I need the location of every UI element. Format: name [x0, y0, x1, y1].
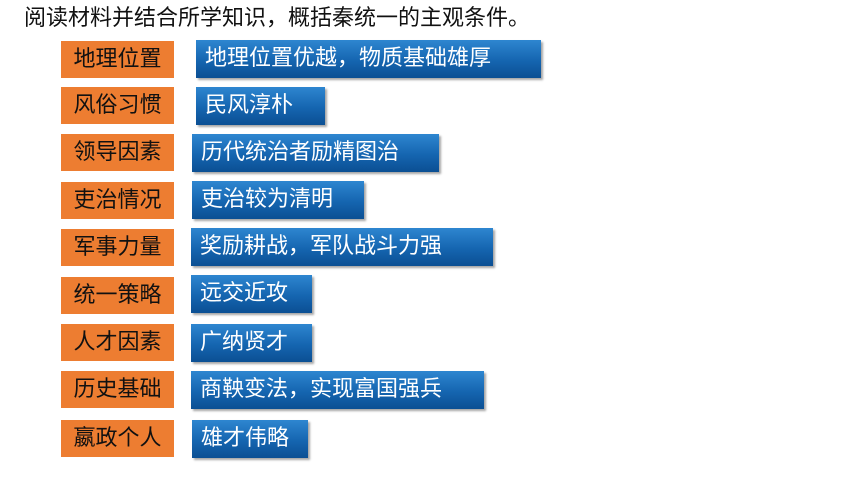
factor-label-leadership: 领导因素	[61, 134, 174, 171]
factor-label-yingzheng: 嬴政个人	[61, 420, 174, 457]
description-box-geography: 地理位置优越，物质基础雄厚	[196, 40, 541, 78]
description-box-talent: 广纳贤才	[191, 324, 312, 362]
description-box-leadership: 历代统治者励精图治	[192, 134, 439, 172]
description-box-history: 商鞅变法，实现富国强兵	[191, 371, 484, 409]
description-box-strategy: 远交近攻	[191, 275, 312, 313]
description-box-yingzheng: 雄才伟略	[192, 420, 308, 458]
question-text: 阅读材料并结合所学知识，概括秦统一的主观条件。	[24, 6, 531, 31]
factor-label-history: 历史基础	[61, 371, 174, 408]
description-box-military: 奖励耕战，军队战斗力强	[191, 228, 493, 266]
factor-label-geography: 地理位置	[61, 41, 174, 78]
description-box-administration: 吏治较为清明	[192, 181, 364, 219]
factor-label-military: 军事力量	[61, 229, 174, 266]
factor-label-customs: 风俗习惯	[61, 87, 174, 124]
factor-label-talent: 人才因素	[61, 324, 174, 361]
factor-label-administration: 吏治情况	[61, 182, 174, 219]
factor-label-strategy: 统一策略	[61, 277, 174, 314]
description-box-customs: 民风淳朴	[196, 87, 325, 125]
